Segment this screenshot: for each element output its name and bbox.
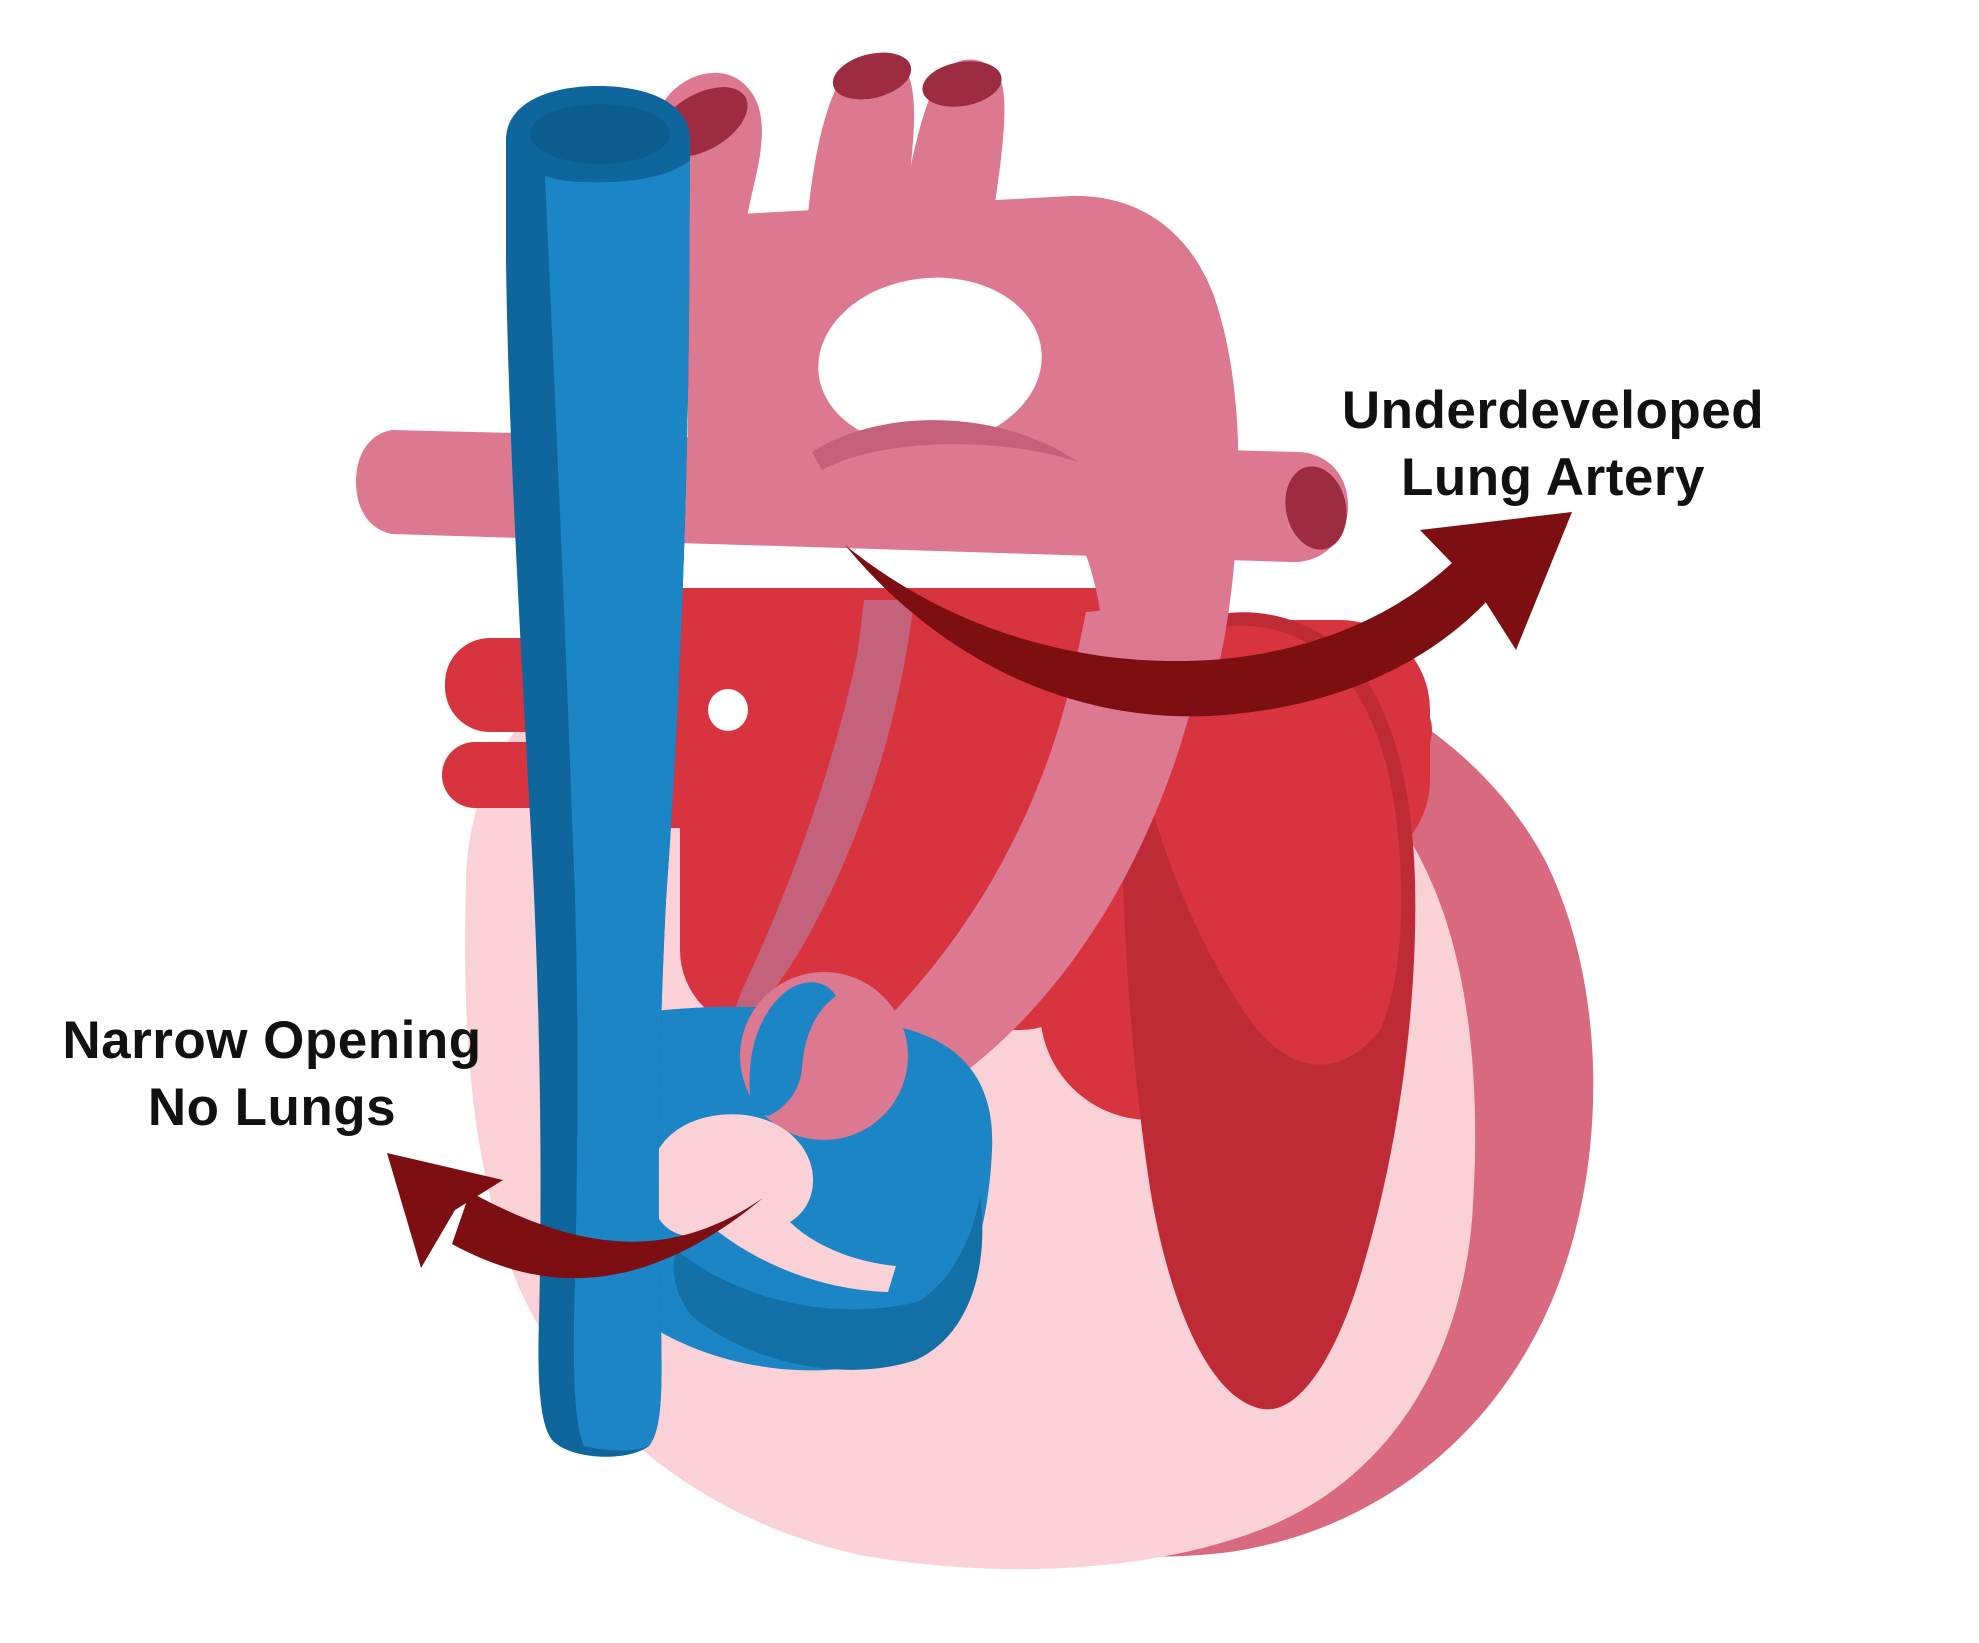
arrow-to-narrow-opening-label (387, 1153, 763, 1279)
label-line: Underdeveloped (1341, 381, 1765, 440)
arch-branch-2 (806, 54, 915, 246)
right-ventricle-shade (673, 1196, 983, 1370)
branch-2-opening (832, 52, 912, 100)
lung-artery-opening (1285, 466, 1347, 550)
descending-aorta (806, 600, 1212, 1123)
narrow-outflow (749, 982, 836, 1116)
label-line: Narrow Opening (62, 1011, 482, 1070)
arch-branch-3 (898, 59, 1005, 253)
left-ventricle-cavity-bright (1132, 625, 1402, 1065)
notch-highlight (708, 689, 748, 731)
valve-pocket (649, 1114, 896, 1292)
label-line: No Lungs (147, 1077, 397, 1137)
aortic-arch (688, 195, 1239, 700)
arrow-to-lung-artery-label (845, 512, 1572, 717)
arch-window (818, 277, 1042, 447)
vena-cava-opening (530, 104, 670, 164)
label-narrow-opening-no-lungs: Narrow Opening No Lungs (52, 1008, 492, 1142)
label-underdeveloped-lung-artery: Underdeveloped Lung Artery (1318, 378, 1788, 512)
label-line: Lung Artery (1401, 447, 1705, 507)
descending-aorta-shade (724, 600, 914, 1040)
branch-3-opening (922, 61, 1002, 107)
arch-underside-shade (812, 420, 1078, 470)
vena-cava-body (545, 160, 690, 1451)
